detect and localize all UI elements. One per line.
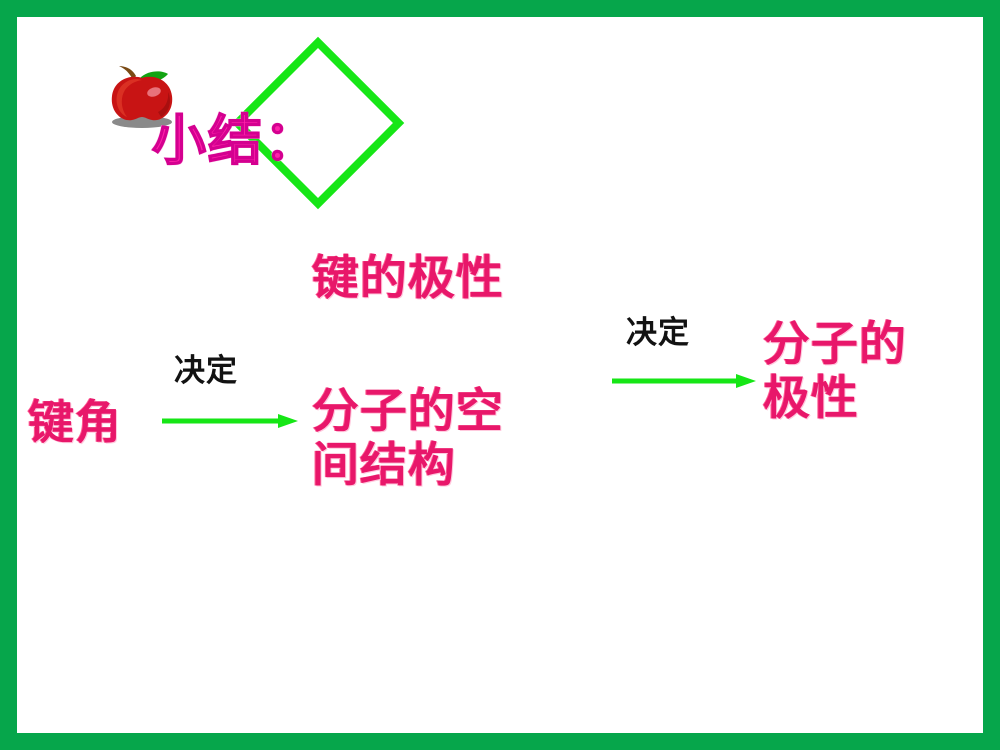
apple-icon xyxy=(106,64,178,130)
page-title: 小结： xyxy=(151,109,320,172)
slide-border-left xyxy=(0,0,17,750)
slide-border-top xyxy=(0,0,1000,17)
node-bond-polarity: 键的极性 xyxy=(312,251,504,306)
arrow-label-decide-1: 决定 xyxy=(174,353,238,389)
node-molecular-polarity: 分子的 极性 xyxy=(763,317,907,426)
node-bond-angle: 键角 xyxy=(28,395,122,449)
title-group: 小结： xyxy=(100,22,480,212)
arrow-structure-to-polarity xyxy=(612,374,756,388)
arrow-bond-angle-to-structure xyxy=(162,414,298,428)
arrow-label-decide-2: 决定 xyxy=(626,315,690,351)
node-molecular-structure: 分子的空 间结构 xyxy=(312,384,504,493)
slide-border-right xyxy=(983,0,1000,750)
slide-border-bottom xyxy=(0,733,1000,750)
